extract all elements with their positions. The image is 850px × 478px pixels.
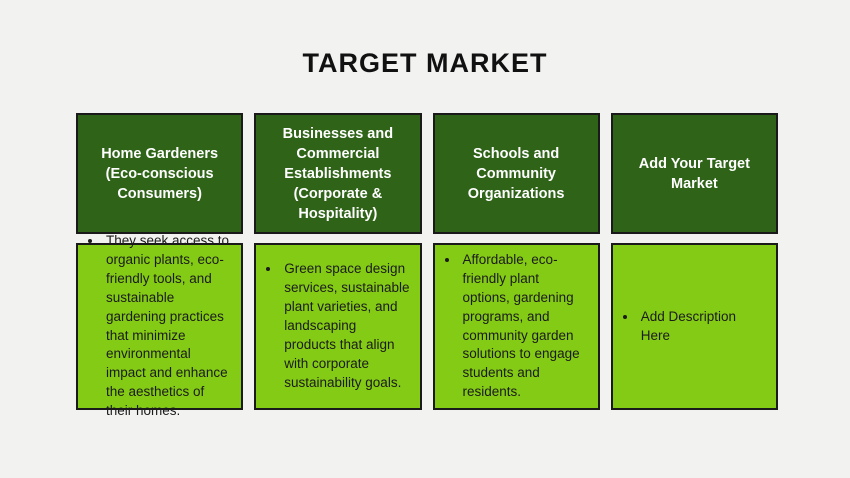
description-card-schools[interactable]: Affordable, eco-friendly plant options, … [432, 243, 600, 410]
header-label: Businesses and Commercial Establishments… [282, 125, 394, 222]
bullet-item: Add Description Here [638, 308, 768, 346]
header-label: Schools and Community Organizations [467, 145, 565, 202]
header-card-add-target-placeholder[interactable]: Add Your Target Market [610, 113, 778, 234]
bullet-item: They seek access to organic plants, eco-… [103, 232, 233, 421]
bullet-list: Affordable, eco-friendly plant options, … [445, 251, 590, 402]
bullet-list: They seek access to organic plants, eco-… [88, 232, 233, 421]
description-card-home-gardeners[interactable]: They seek access to organic plants, eco-… [76, 233, 244, 418]
description-card-businesses[interactable]: Green space design services, sustainable… [254, 243, 422, 410]
header-card-schools[interactable]: Schools and Community Organizations [432, 113, 600, 234]
description-card-add-description-placeholder[interactable]: Add Description Here [610, 243, 778, 410]
bullet-list: Add Description Here [623, 308, 768, 346]
header-card-businesses[interactable]: Businesses and Commercial Establishments… [254, 113, 422, 234]
bullet-item: Affordable, eco-friendly plant options, … [460, 251, 590, 402]
header-card-home-gardeners[interactable]: Home Gardeners (Eco-conscious Consumers) [76, 113, 244, 234]
page-title: TARGET MARKET [302, 48, 548, 78]
target-market-grid: Home Gardeners (Eco-conscious Consumers)… [76, 113, 778, 418]
header-label: Add Your Target Market [638, 155, 750, 192]
bullet-item: Green space design services, sustainable… [281, 260, 411, 392]
header-label: Home Gardeners (Eco-conscious Consumers) [101, 145, 219, 202]
bullet-list: Green space design services, sustainable… [266, 260, 411, 392]
